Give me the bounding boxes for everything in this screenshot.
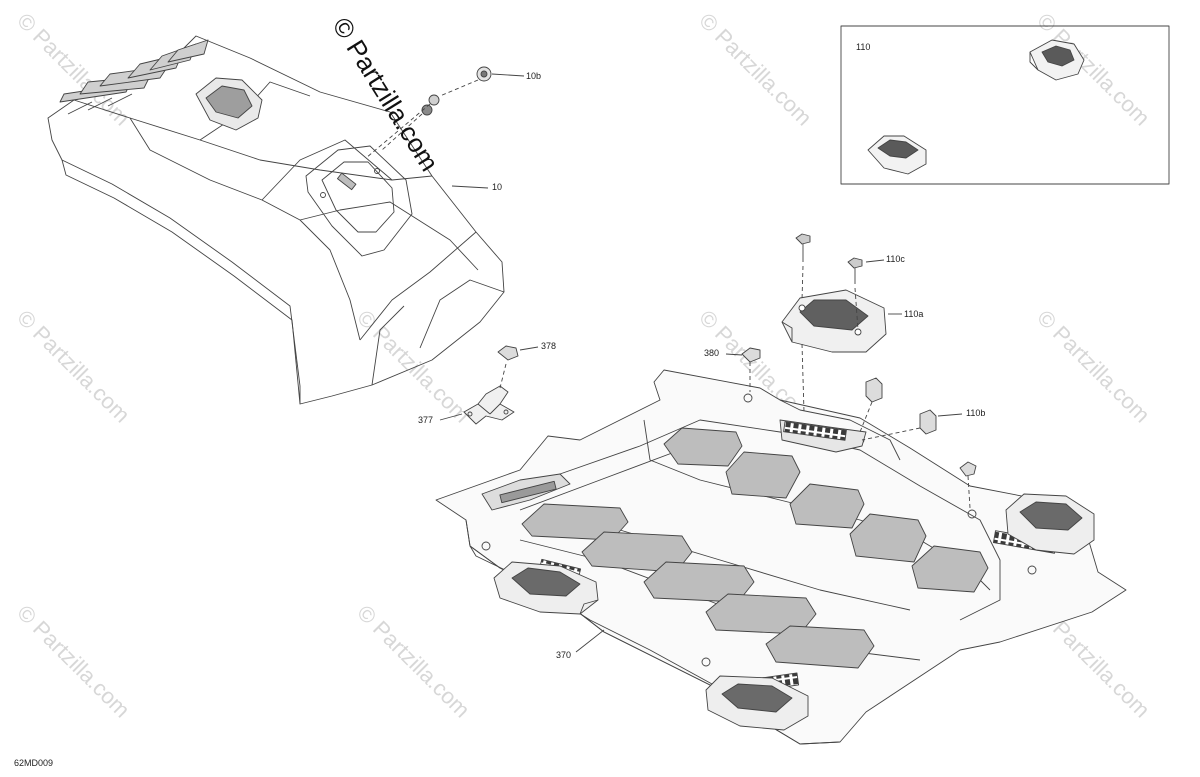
front-cover-part <box>47 35 505 405</box>
leader-line <box>575 629 605 653</box>
rivet-378 <box>497 345 539 361</box>
screw-10b <box>365 66 525 159</box>
leader-line <box>451 185 489 189</box>
footrest-110a <box>781 289 902 353</box>
callout-378: 378 <box>541 341 557 351</box>
bracket-377 <box>439 363 515 425</box>
diagram-code: 62MD009 <box>14 758 54 768</box>
callout-110: 110 <box>856 42 871 52</box>
inset-footrest-upper <box>1029 39 1085 81</box>
footrest-grip <box>1005 493 1095 555</box>
nut-110b <box>801 343 963 441</box>
callout-10: 10 <box>492 182 503 192</box>
callout-110a: 110a <box>904 309 924 319</box>
callout-380: 380 <box>704 348 720 358</box>
callout-10b: 10b <box>526 71 542 81</box>
callout-110b: 110b <box>966 408 986 418</box>
inset-footrest-lower <box>867 135 927 175</box>
inset-frame <box>840 25 1170 185</box>
callout-377: 377 <box>418 415 434 425</box>
callout-110c: 110c <box>886 254 905 264</box>
rivet-380 <box>725 347 977 509</box>
footrest-grip <box>493 561 599 615</box>
screw-110c <box>795 233 885 331</box>
footrest-grip <box>705 675 809 731</box>
callout-370: 370 <box>556 650 572 660</box>
